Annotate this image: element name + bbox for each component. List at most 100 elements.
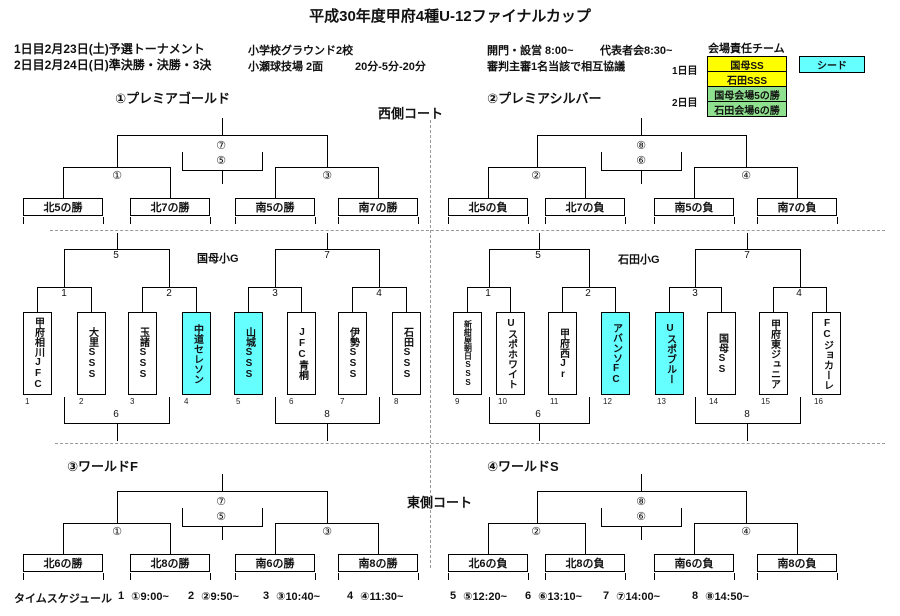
team-box: アバンソFC: [601, 312, 630, 395]
legend-day2-label: 2日目: [672, 98, 698, 109]
connector-line: [694, 523, 695, 554]
connector-line: [23, 217, 24, 224]
connector-line: [745, 491, 747, 523]
connector-line: [196, 287, 197, 313]
connector-line: [745, 135, 747, 167]
connector-line: [488, 167, 586, 168]
legend-header: 会場責任チーム: [708, 43, 785, 55]
slot-box: 北8の勝: [130, 554, 210, 572]
match-label-semi: ④: [741, 526, 751, 538]
game-number: 4: [376, 288, 382, 299]
match-label-final: ⑦: [216, 496, 226, 508]
match-label-semi: ④: [741, 170, 751, 182]
connector-line: [181, 508, 183, 526]
schedule-item-time: ④11:30~: [360, 591, 404, 603]
connector-line: [641, 118, 642, 135]
connector-line: [352, 287, 407, 288]
connector-line: [773, 287, 774, 313]
connector-line: [799, 249, 801, 287]
connector-line: [37, 287, 92, 288]
connector-line: [488, 397, 490, 423]
connector-line: [588, 397, 590, 423]
team-number: 8: [394, 397, 399, 406]
slot-box: 北5の勝: [23, 198, 103, 216]
schedule-label: タイムスケジュール: [14, 593, 113, 605]
slot-box: 北8の負: [545, 554, 625, 572]
connector-line: [248, 287, 249, 313]
team-box: 山城SSS: [234, 312, 263, 395]
bracket-title-world-s: ④ワールドS: [487, 459, 559, 474]
connector-line: [528, 573, 529, 580]
schedule-item-no: 5: [450, 590, 457, 602]
connector-line: [221, 526, 223, 540]
legend-row: 石田SSS: [707, 71, 787, 87]
schedule-item-time: ①9:00~: [131, 591, 169, 603]
connector-line: [418, 573, 419, 580]
game-number: 1: [485, 288, 491, 299]
game-number: 7: [744, 250, 750, 261]
team-box: Uスポブルー: [655, 312, 684, 395]
connector-line: [641, 170, 642, 184]
game-number: 5: [113, 250, 119, 261]
connector-line: [681, 152, 682, 170]
connector-line: [130, 217, 131, 224]
team-box: JFC青桐: [287, 312, 316, 395]
schedule-item-time: ⑧14:50~: [705, 591, 749, 603]
divider-line: [430, 120, 431, 568]
connector-line: [538, 233, 540, 249]
match-label-semi: ②: [531, 526, 541, 538]
court-label-east: 東側コート: [407, 495, 473, 510]
connector-line: [235, 573, 236, 580]
schedule-item-no: 8: [692, 590, 699, 602]
connector-line: [669, 287, 670, 313]
slot-box: 南7の負: [757, 198, 837, 216]
game-number: 6: [113, 409, 119, 420]
connector-line: [585, 523, 586, 554]
connector-line: [274, 397, 276, 423]
connector-line: [352, 287, 353, 313]
slot-box: 北6の勝: [23, 554, 103, 572]
connector-line: [625, 217, 626, 224]
schedule-item-no: 6: [525, 590, 532, 602]
team-number: 2: [79, 397, 84, 406]
team-number: 11: [550, 397, 559, 406]
court-label-west: 西側コート: [378, 106, 444, 121]
connector-line: [221, 118, 223, 135]
game-number: 3: [272, 288, 278, 299]
seed-legend: シード: [799, 56, 865, 73]
bracket-title-premier-gold: ①プレミアゴールド: [115, 91, 231, 106]
team-number: 9: [455, 397, 460, 406]
slot-box: 北6の負: [448, 554, 528, 572]
team-number: 4: [184, 397, 189, 406]
team-box: 玉諸SSS: [128, 312, 157, 395]
schedule-item-time: ③10:40~: [276, 591, 320, 603]
connector-line: [536, 135, 747, 136]
schedule-item-time: ⑥13:10~: [538, 591, 582, 603]
connector-line: [274, 249, 276, 287]
connector-line: [338, 217, 339, 224]
connector-line: [63, 167, 64, 198]
connector-line: [448, 573, 449, 580]
team-number: 3: [130, 397, 135, 406]
connector-line: [654, 573, 655, 580]
team-number: 10: [498, 397, 507, 406]
connector-line: [545, 217, 546, 224]
connector-line: [488, 167, 489, 198]
schedule-item-time: ⑦14:00~: [616, 591, 660, 603]
connector-line: [210, 573, 211, 580]
team-box: 甲府西Jr: [548, 312, 577, 395]
connector-line: [773, 287, 827, 288]
slot-box: 南6の勝: [235, 554, 315, 572]
connector-line: [418, 217, 419, 224]
schedule-item: 8 ⑧14:50~: [692, 590, 749, 603]
connector-line: [536, 491, 747, 492]
connector-line: [221, 170, 223, 184]
connector-line: [275, 167, 276, 198]
connector-line: [169, 397, 170, 423]
bracket-title-world-f: ③ワールドF: [67, 459, 138, 474]
info-duration: 20分-5分-20分: [355, 61, 426, 73]
connector-line: [695, 249, 801, 250]
